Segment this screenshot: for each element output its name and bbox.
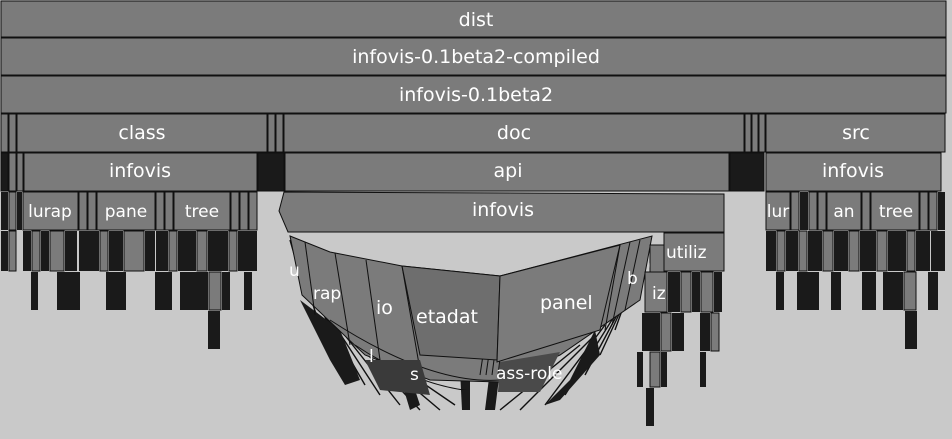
depth5-right	[765, 191, 945, 231]
node-left-panel-label: pane	[105, 202, 147, 222]
node-right-tree-label: tree	[879, 202, 913, 222]
node-small[interactable]	[758, 113, 766, 153]
node-api[interactable]	[284, 152, 730, 192]
fan-label-l: l	[369, 347, 374, 367]
node-src[interactable]	[765, 113, 946, 153]
node-utiliz2-label: iz	[652, 284, 666, 304]
utiliz-cluster	[637, 232, 725, 426]
node-api-label: api	[494, 160, 523, 182]
node-dist[interactable]	[0, 0, 947, 38]
node-src-infovis-label: infovis	[822, 160, 884, 182]
fan-label-class-role: ass-role	[496, 364, 562, 384]
fan-label-graph: rap	[313, 284, 341, 304]
depth4-row	[0, 152, 942, 192]
node-small[interactable]	[275, 113, 284, 153]
node-small[interactable]	[751, 113, 759, 153]
node-left-tree-label: tree	[185, 202, 219, 222]
node-left-tree[interactable]	[173, 191, 231, 231]
node-dist-label: dist	[459, 9, 494, 31]
node-right-tree[interactable]	[870, 191, 920, 231]
node-doc[interactable]	[283, 113, 745, 153]
node-small[interactable]	[267, 113, 276, 153]
node-left-graph-label: lurap	[28, 202, 72, 222]
node-class-infovis[interactable]	[23, 152, 258, 192]
fan-label-u: u	[289, 261, 300, 281]
node-api-infovis-label: infovis	[472, 199, 534, 221]
node-small[interactable]	[744, 113, 752, 153]
node-left-graph[interactable]	[22, 191, 79, 231]
node-doc-label: doc	[497, 122, 531, 144]
fan-region	[289, 235, 653, 411]
node-class-infovis-label: infovis	[109, 160, 171, 182]
fan-label-io: io	[376, 297, 393, 319]
node-right-panel-label: an	[833, 202, 854, 222]
node-small[interactable]	[0, 113, 9, 153]
fan-label-panel: panel	[540, 292, 593, 314]
depth5-left	[1, 191, 258, 231]
fan-label-b: b	[627, 269, 638, 289]
node-version-label: infovis-0.1beta2	[399, 84, 553, 106]
node-left-panel[interactable]	[96, 191, 156, 231]
node-right-graph-label: lur	[767, 202, 790, 222]
node-right-graph[interactable]	[765, 191, 791, 231]
fan-label-ss: s	[410, 365, 419, 385]
right-deep-columns	[766, 230, 945, 349]
node-compiled-label: infovis-0.1beta2-compiled	[352, 46, 600, 68]
node-api-infovis[interactable]	[278, 191, 725, 233]
node-compiled[interactable]	[0, 37, 947, 76]
depth3-row	[0, 113, 946, 153]
node-src-infovis[interactable]	[765, 152, 942, 192]
node-src-label: src	[842, 122, 870, 144]
node-right-panel[interactable]	[826, 191, 862, 231]
left-deep-columns	[1, 230, 257, 349]
node-version[interactable]	[0, 75, 947, 114]
node-class[interactable]	[16, 113, 268, 153]
node-utiliz-label: utiliz	[666, 243, 707, 263]
node-small[interactable]	[8, 113, 17, 153]
fan-label-metadata: etadat	[416, 306, 478, 328]
node-class-label: class	[118, 122, 165, 144]
